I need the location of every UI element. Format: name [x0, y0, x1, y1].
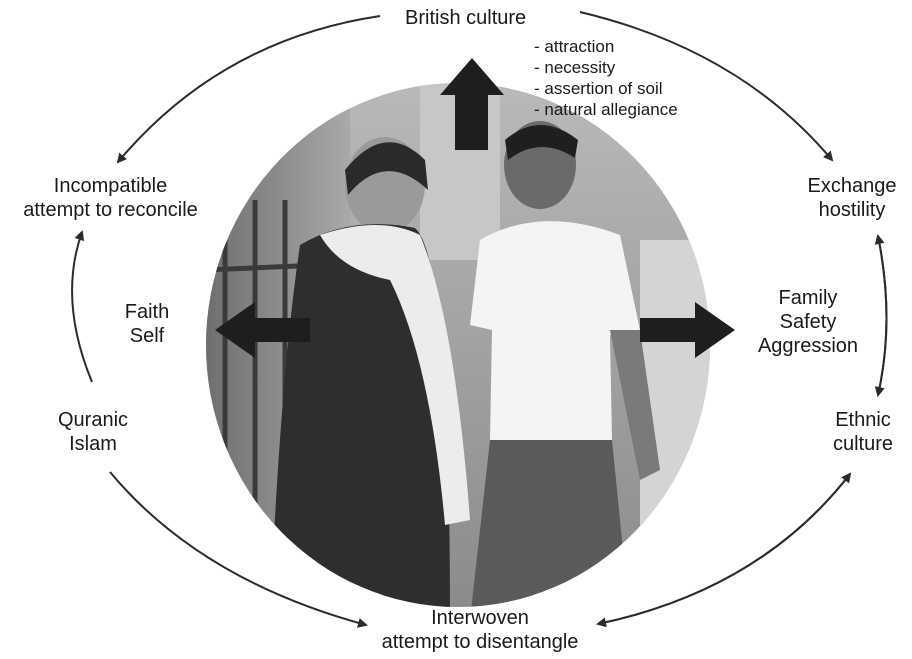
- node-quranic-line: Quranic: [48, 408, 138, 432]
- node-faith-self: Faith Self: [112, 300, 182, 348]
- node-exchange-line2: hostility: [796, 198, 908, 222]
- node-incompatible: Incompatible attempt to reconcile: [8, 174, 213, 222]
- reason-item: necessity: [534, 57, 678, 78]
- node-culture-line: culture: [818, 432, 908, 456]
- node-interwoven: Interwoven attempt to disentangle: [360, 606, 600, 654]
- upward-reasons-list: attraction necessity assertion of soil n…: [534, 36, 678, 120]
- reason-item: natural allegiance: [534, 99, 678, 120]
- node-faith-line: Faith: [112, 300, 182, 324]
- node-british-culture: British culture: [405, 6, 526, 30]
- node-aggression-line: Aggression: [748, 334, 868, 358]
- node-british-culture-text: British culture: [405, 6, 526, 30]
- node-exchange-line1: Exchange: [796, 174, 908, 198]
- node-islam-line: Islam: [48, 432, 138, 456]
- arrow-exchange-to-ethnic: [878, 236, 887, 395]
- arrow-quranic-to-incompatible: [72, 232, 92, 382]
- node-self-line: Self: [112, 324, 182, 348]
- node-safety-line: Safety: [748, 310, 868, 334]
- node-exchange: Exchange hostility: [796, 174, 908, 222]
- node-ethnic-culture: Ethnic culture: [818, 408, 908, 456]
- node-quranic-islam: Quranic Islam: [48, 408, 138, 456]
- node-ethnic-line: Ethnic: [818, 408, 908, 432]
- node-incompatible-line1: Incompatible: [8, 174, 213, 198]
- reason-item: attraction: [534, 36, 678, 57]
- node-incompatible-line2: attempt to reconcile: [8, 198, 213, 222]
- node-interwoven-line1: Interwoven: [360, 606, 600, 630]
- reason-item: assertion of soil: [534, 78, 678, 99]
- node-family-line: Family: [748, 286, 868, 310]
- node-interwoven-line2: attempt to disentangle: [360, 630, 600, 654]
- node-family-safety-aggression: Family Safety Aggression: [748, 286, 868, 358]
